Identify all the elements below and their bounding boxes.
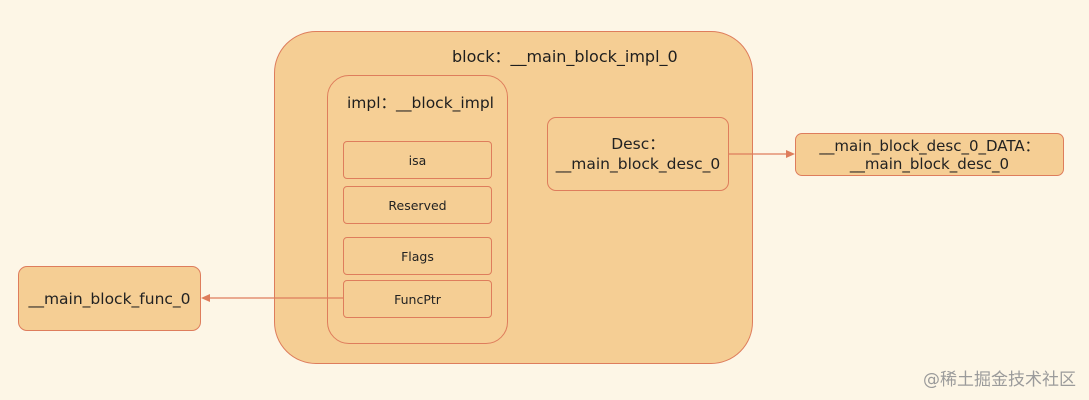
func-label: __main_block_func_0 [28, 289, 191, 308]
desc-data-node: __main_block_desc_0_DATA： __main_block_d… [795, 133, 1064, 176]
field-reserved-label: Reserved [388, 197, 447, 213]
desc-node: Desc： __main_block_desc_0 [547, 117, 729, 191]
field-reserved: Reserved [343, 186, 492, 224]
field-funcptr-label: FuncPtr [394, 291, 441, 307]
field-funcptr: FuncPtr [343, 280, 492, 318]
block-title: block：__main_block_impl_0 [452, 47, 678, 66]
impl-title: impl：__block_impl [347, 94, 494, 112]
desc-line-1: Desc： [611, 135, 665, 153]
field-isa-label: isa [408, 152, 427, 168]
desc-data-line-2: __main_block_desc_0 [849, 154, 1010, 173]
desc-to-data-arrowhead [786, 150, 795, 158]
func-node: __main_block_func_0 [18, 266, 201, 331]
funcptr-to-func-arrowhead [201, 294, 210, 302]
field-isa: isa [343, 141, 492, 179]
desc-data-line-1: __main_block_desc_0_DATA： [819, 136, 1040, 155]
field-flags-label: Flags [401, 248, 434, 264]
desc-line-2: __main_block_desc_0 [555, 155, 721, 173]
watermark: @稀土掘金技术社区 [923, 370, 1076, 390]
field-flags: Flags [343, 237, 492, 275]
